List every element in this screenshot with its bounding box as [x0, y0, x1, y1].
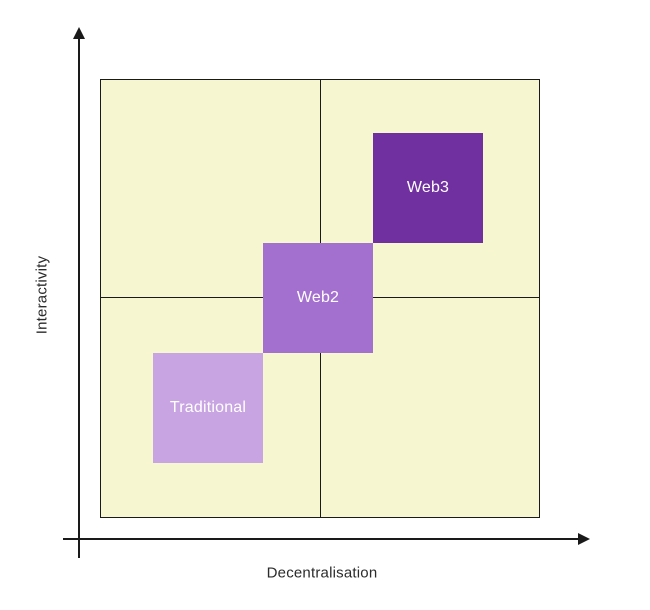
- stage-box-traditional: Traditional: [153, 353, 263, 463]
- x-axis-line: [63, 538, 579, 540]
- stage-box-web3: Web3: [373, 133, 483, 243]
- stage-box-web2-label: Web2: [296, 289, 340, 306]
- stage-box-web2: Web2: [263, 243, 373, 353]
- y-axis-line: [78, 38, 80, 558]
- x-axis-arrow-icon: [578, 533, 590, 545]
- y-axis-arrow-icon: [73, 27, 85, 39]
- x-axis-label: Decentralisation: [266, 564, 378, 582]
- stage-box-web3-label: Web3: [406, 179, 450, 196]
- stage-box-traditional-label: Traditional: [169, 399, 247, 416]
- y-axis-label: Interactivity: [33, 255, 51, 335]
